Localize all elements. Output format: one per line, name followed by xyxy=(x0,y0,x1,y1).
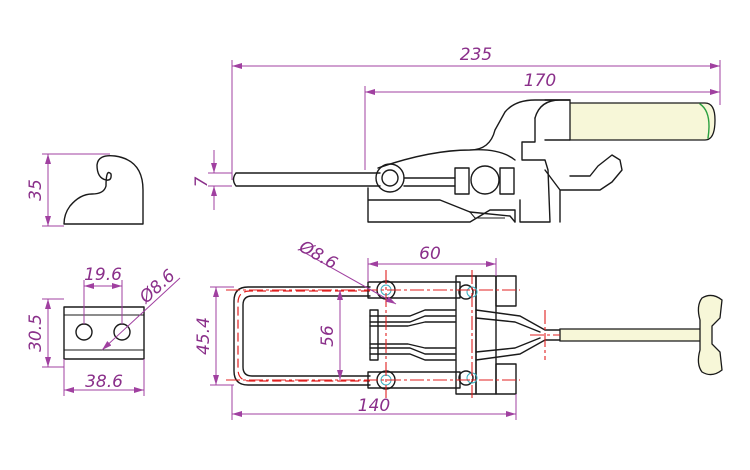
pivot-eye xyxy=(375,163,405,193)
dim-35-text: 35 xyxy=(26,179,46,201)
dim-rod-thickness: 7 xyxy=(192,150,232,210)
nut-left xyxy=(454,167,470,195)
pivot-pin xyxy=(381,169,399,187)
dim-dia-plan-text: Ø8.6 xyxy=(295,236,341,274)
plan-view xyxy=(226,270,723,398)
base-plate xyxy=(63,306,145,360)
dim-overall-length: 235 xyxy=(231,45,721,180)
plan-linkage xyxy=(369,309,456,361)
hook-profile xyxy=(63,155,144,225)
dim-base-height: 30.5 xyxy=(26,298,64,368)
plan-nut-top xyxy=(495,275,517,307)
dim-7-text: 7 xyxy=(192,176,212,187)
dim-170-text: 170 xyxy=(524,71,556,91)
dim-235-text: 235 xyxy=(460,45,492,65)
dim-plan-length: 140 xyxy=(231,385,517,420)
dim-base-width: 38.6 xyxy=(63,359,145,396)
link-joint xyxy=(470,165,500,195)
plan-nut-bottom xyxy=(495,363,517,395)
base-hole-left xyxy=(75,323,93,341)
dim-19-6-text: 19.6 xyxy=(84,265,122,285)
dim-hook-height: 35 xyxy=(26,153,110,227)
dim-hole-pitch: 56 xyxy=(318,290,343,380)
dim-handle-length: 170 xyxy=(364,71,721,170)
dim-hole-spacing: 19.6 xyxy=(83,265,123,324)
plan-lever xyxy=(475,309,561,361)
dim-60-text: 60 xyxy=(419,244,441,264)
dim-dia-base-text: Ø8.6 xyxy=(135,266,179,309)
dim-56-text: 56 xyxy=(318,325,338,347)
base-bracket xyxy=(367,187,516,223)
base-plate-view xyxy=(63,306,145,360)
hook-rod xyxy=(232,172,381,187)
plan-grip xyxy=(559,328,703,342)
dim-loop-width: 45.4 xyxy=(194,286,234,386)
lever-body xyxy=(377,99,571,223)
dim-45-4-text: 45.4 xyxy=(194,317,214,355)
dim-140-text: 140 xyxy=(358,396,390,416)
plan-upright-right xyxy=(475,275,497,395)
u-loop-outer xyxy=(233,286,371,386)
t-handle xyxy=(697,294,723,376)
dim-hole-diameter-plan: Ø8.6 xyxy=(295,236,397,305)
hook-view xyxy=(63,155,144,225)
link-arm xyxy=(403,177,456,187)
u-loop-inner xyxy=(242,295,371,377)
dim-mount-width: 60 xyxy=(367,244,497,282)
dim-38-6-text: 38.6 xyxy=(85,372,123,392)
side-view xyxy=(232,99,716,223)
handle-grip xyxy=(569,100,716,141)
dim-30-5-text: 30.5 xyxy=(26,314,46,352)
lever-sheet xyxy=(544,154,623,223)
nut-right xyxy=(499,167,515,195)
